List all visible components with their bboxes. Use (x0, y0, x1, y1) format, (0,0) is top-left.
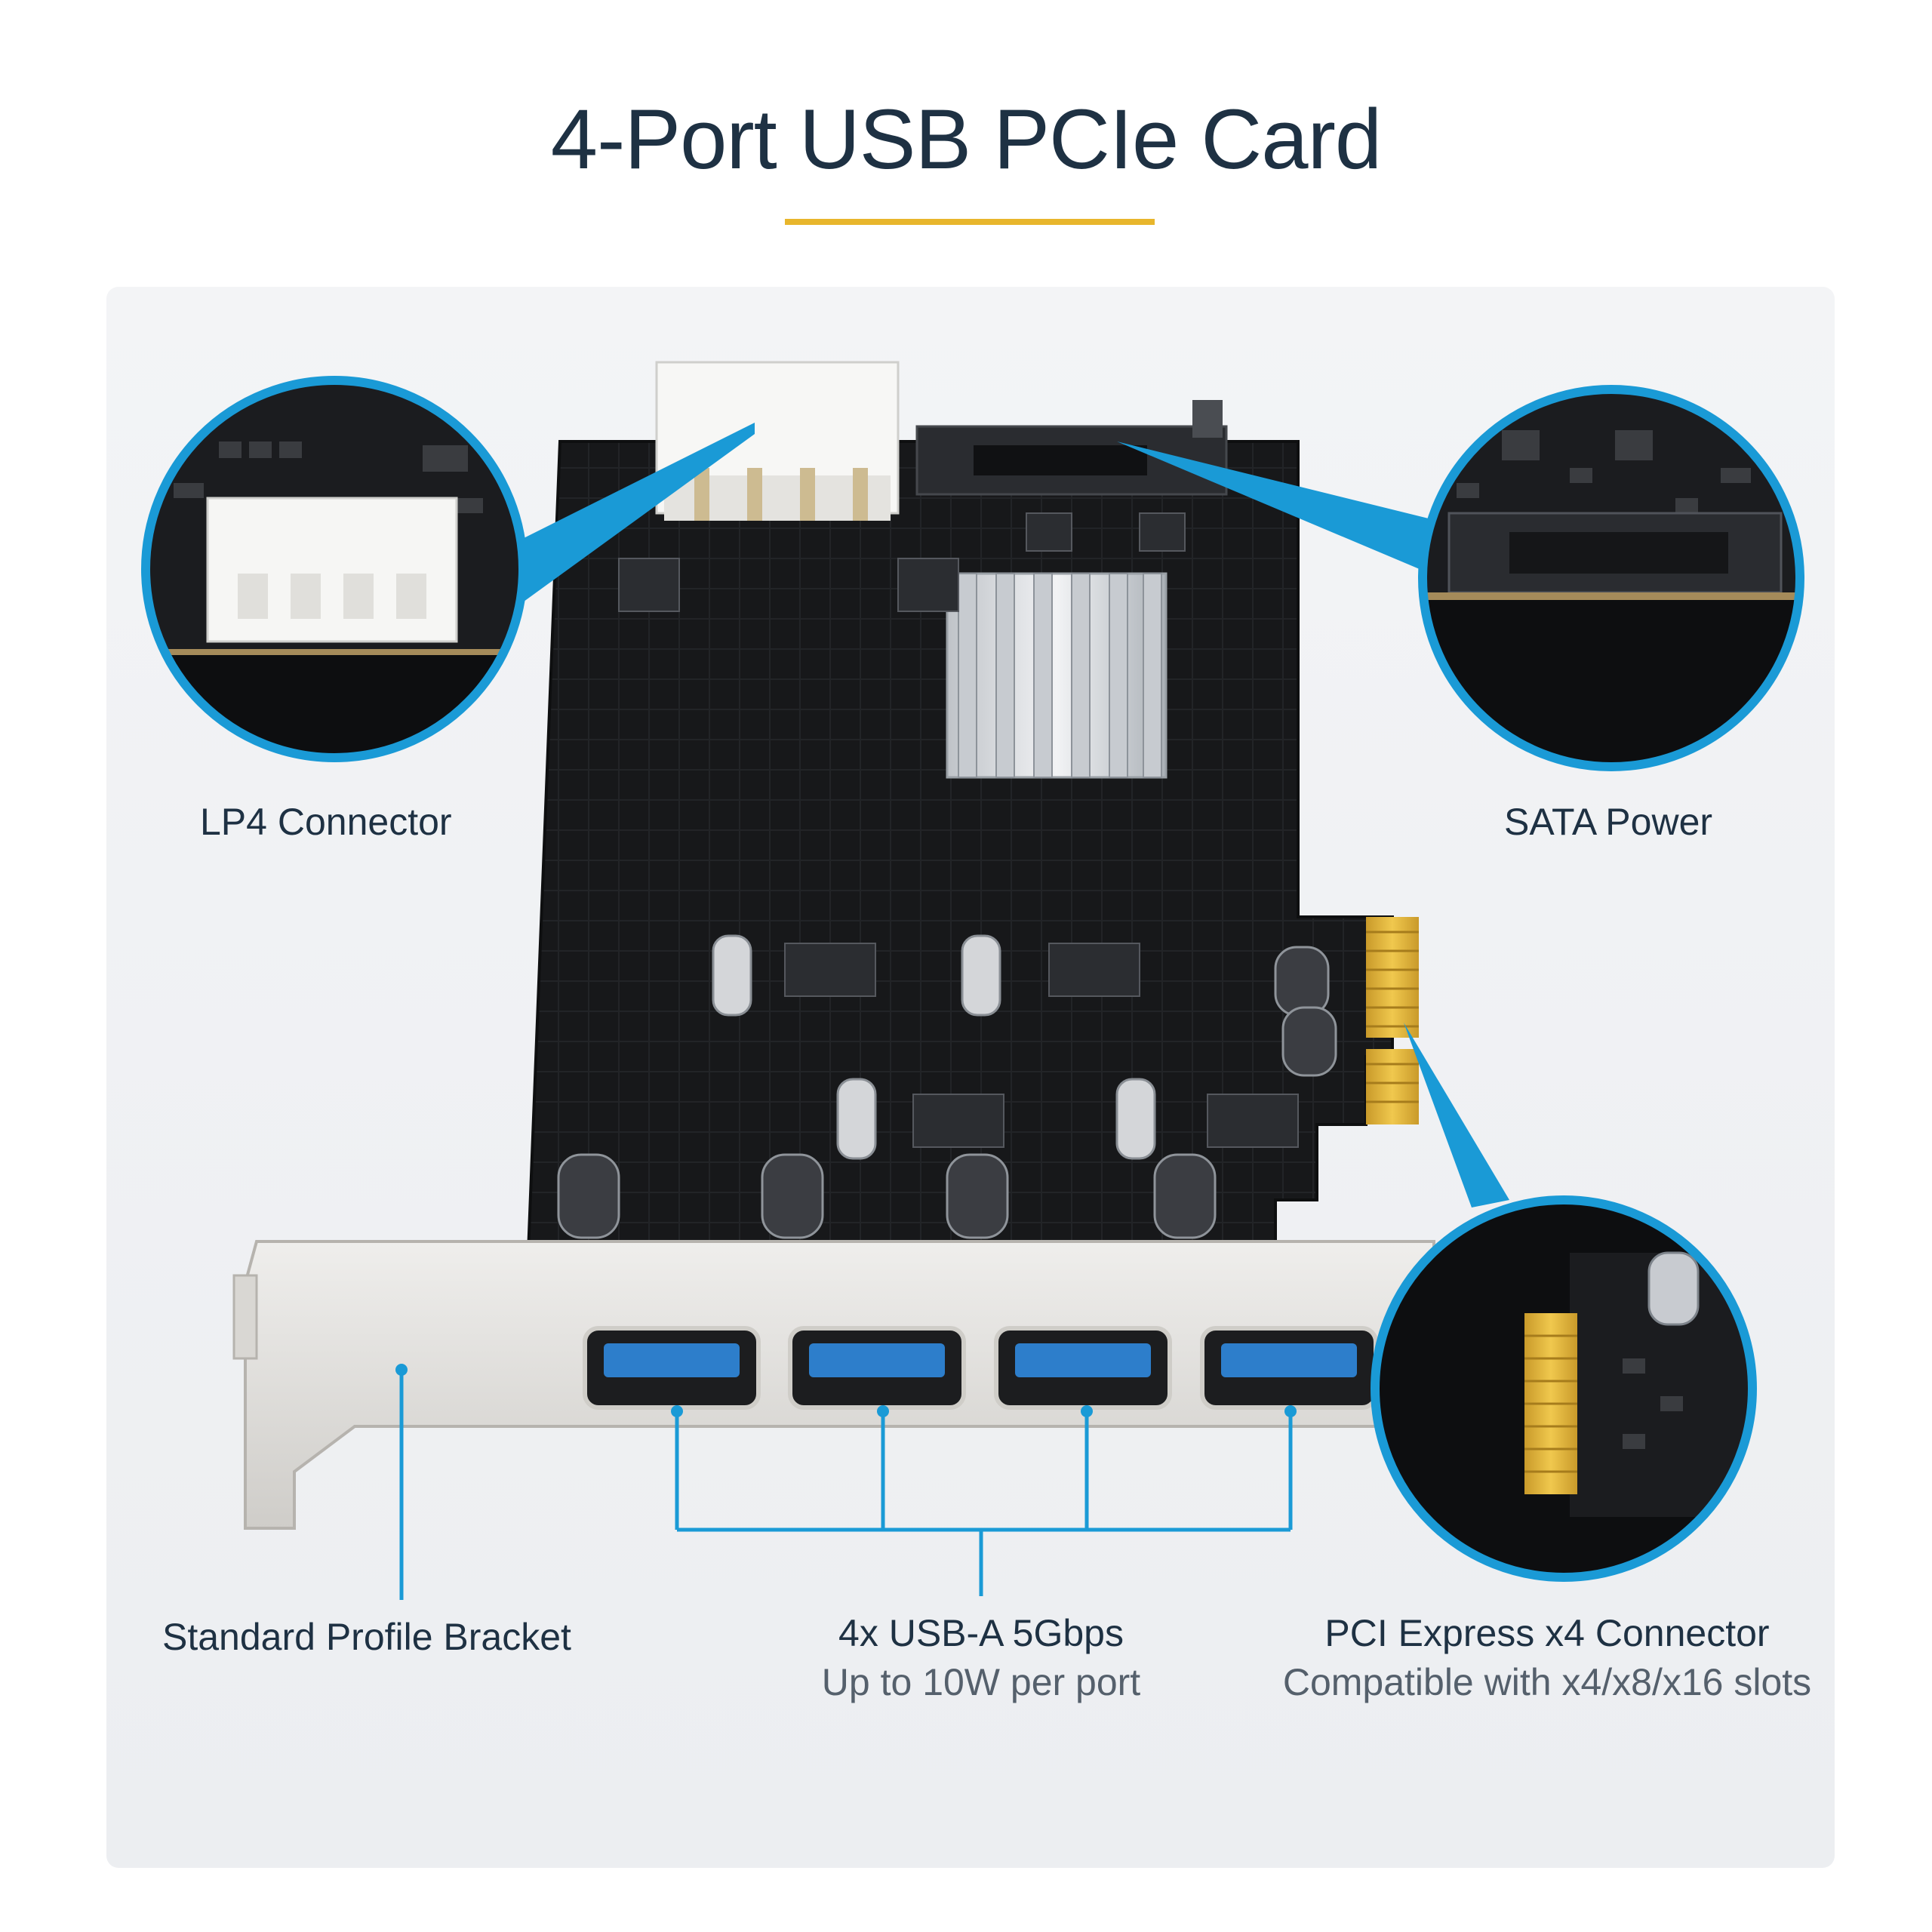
lp4-connector-zoom-icon (141, 376, 528, 762)
pcie-connector-label: PCI Express x4 Connector (1324, 1612, 1770, 1654)
callout-lines (395, 423, 1509, 1600)
usb-port-4 (1200, 1326, 1378, 1410)
pcie-gold-fingers (1366, 917, 1419, 1124)
sata-power-zoom-icon (1418, 385, 1804, 771)
title-underline (785, 219, 1155, 225)
sata-power-connector (915, 400, 1228, 496)
bracket-label: Standard Profile Bracket (162, 1616, 571, 1658)
pcie-connector-sublabel: Compatible with x4/x8/x16 slots (1282, 1661, 1812, 1703)
heatsink (946, 572, 1168, 779)
lp4-connector-label: LP4 Connector (200, 801, 452, 843)
usb-port-3 (994, 1326, 1172, 1410)
usb-ports-label: 4x USB-A 5Gbps (838, 1612, 1124, 1654)
lp4-connector (655, 361, 900, 521)
usb-ports-sublabel: Up to 10W per port (821, 1661, 1141, 1703)
page-title: 4-Port USB PCIe Card (550, 92, 1382, 186)
usb-port-1 (583, 1326, 761, 1410)
pcie-connector-zoom-icon (1371, 1195, 1757, 1582)
capacitors (557, 946, 1337, 1239)
crystals (712, 934, 1156, 1160)
usb-port-2 (788, 1326, 966, 1410)
sata-power-label: SATA Power (1504, 801, 1713, 843)
pcb-components (618, 512, 1299, 1148)
